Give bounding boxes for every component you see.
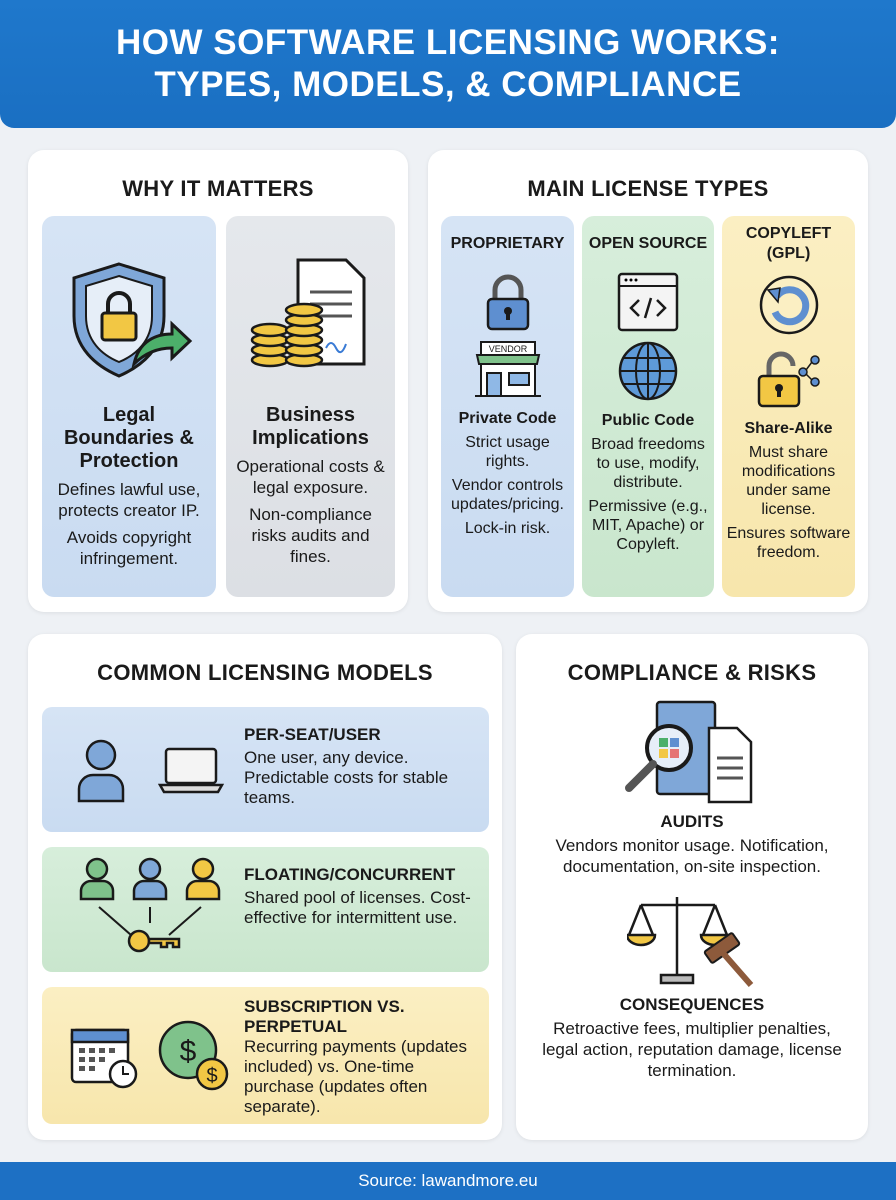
consequences-title: CONSEQUENCES (619, 995, 765, 1014)
vendor-sign-label: VENDOR (488, 344, 527, 354)
panel-text: Operational costs & legal exposure. (236, 457, 385, 497)
panel-title: Business Implications (252, 404, 369, 449)
license-text: Lock-in risk. (464, 520, 551, 537)
why-it-matters-card: WHY IT MATTERS Legal Boundaries & Protec… (28, 150, 408, 612)
licensing-models-card: COMMON LICENSING MODELS PER-SEAT/USER One… (28, 634, 502, 1140)
license-text: Strict usage rights. (465, 434, 550, 470)
model-text: Shared pool of licenses. Cost-effective … (244, 888, 471, 927)
padlock-icon (486, 274, 529, 331)
scales-gavel-icon (627, 897, 754, 987)
license-text: Broad freedoms to use, modify, distribut… (591, 436, 705, 491)
panel-text: Defines lawful use, protects creator IP. (57, 480, 201, 520)
audits-text: Vendors monitor usage. Notification, doc… (555, 836, 829, 876)
section-heading: MAIN LICENSE TYPES (527, 176, 769, 201)
license-subtitle: Share-Alike (744, 420, 833, 437)
user-group-key-icon (79, 857, 221, 952)
model-per-seat: PER-SEAT/USER One user, any device. Predi… (42, 707, 489, 832)
panel-text: Non-compliance risks audits and fines. (249, 505, 372, 566)
model-title: FLOATING/CONCURRENT (244, 865, 456, 884)
open-source-panel: OPEN SOURCE Public Code Broad freedoms t… (582, 216, 714, 597)
license-subtitle: Private Code (458, 410, 557, 427)
circular-arrow-icon (759, 275, 818, 335)
license-subtitle: Public Code (601, 412, 695, 429)
license-text: Vendor controls updates/pricing. (451, 477, 564, 513)
model-title: SUBSCRIPTION VS. PERPETUAL (244, 997, 405, 1036)
user-icon (77, 739, 125, 802)
laptop-icon (158, 747, 224, 793)
consequences-text: Retroactive fees, multiplier penalties, … (542, 1019, 842, 1080)
license-text: Must share modifications under same lice… (741, 444, 836, 518)
title-line-2: TYPES, MODELS, & COMPLIANCE (154, 65, 742, 104)
svg-text:$: $ (179, 1035, 196, 1068)
license-text: Ensures software freedom. (726, 525, 851, 561)
calendar-clock-icon (70, 1028, 137, 1088)
copyleft-panel: COPYLEFT (GPL) Share-Alike Must share mo… (722, 216, 855, 597)
license-type-name: OPEN SOURCE (588, 235, 708, 252)
section-heading: COMPLIANCE & RISKS (567, 660, 817, 685)
license-type-name: PROPRIETARY (450, 235, 565, 252)
section-heading: WHY IT MATTERS (122, 176, 314, 201)
model-floating: FLOATING/CONCURRENT Shared pool of licens… (42, 847, 489, 972)
vendor-store-icon: VENDOR (474, 341, 541, 397)
panel-title: Legal Boundaries & Protection (63, 404, 195, 472)
section-heading: COMMON LICENSING MODELS (97, 660, 433, 685)
proprietary-panel: PROPRIETARY VENDOR Private Code Strict u… (441, 216, 574, 597)
svg-text:$: $ (206, 1065, 217, 1087)
license-text: Permissive (e.g., MIT, Apache) or Copyle… (588, 498, 708, 553)
panel-text: Avoids copyright infringement. (66, 528, 192, 568)
code-window-icon (617, 272, 679, 332)
audit-magnifier-icon (625, 700, 753, 804)
globe-icon (618, 341, 678, 401)
compliance-card: COMPLIANCE & RISKS AUDITS Vendors monito… (516, 634, 868, 1140)
unlocked-share-icon (757, 351, 820, 408)
page-header: HOW SOFTWARE LICENSING WORKS: TYPES, MOD… (0, 0, 896, 128)
shield-lock-icon (72, 262, 193, 378)
audits-title: AUDITS (660, 812, 724, 831)
coins-document-icon (250, 258, 365, 368)
model-title: PER-SEAT/USER (244, 725, 381, 744)
license-type-name: COPYLEFT (GPL) (745, 225, 832, 262)
source-footer: Source: lawandmore.eu (0, 1162, 896, 1200)
dollar-coin-icon: $$ (158, 1020, 228, 1090)
business-implications-panel: Business Implications Operational costs … (226, 216, 395, 597)
model-text: Recurring payments (updates included) vs… (244, 1037, 468, 1116)
title-line-1: HOW SOFTWARE LICENSING WORKS: (116, 23, 780, 62)
license-types-card: MAIN LICENSE TYPES PROPRIETARY VENDOR Pr… (428, 150, 868, 612)
legal-boundaries-panel: Legal Boundaries & Protection Defines la… (42, 216, 216, 597)
model-text: One user, any device. Predictable costs … (244, 748, 449, 807)
